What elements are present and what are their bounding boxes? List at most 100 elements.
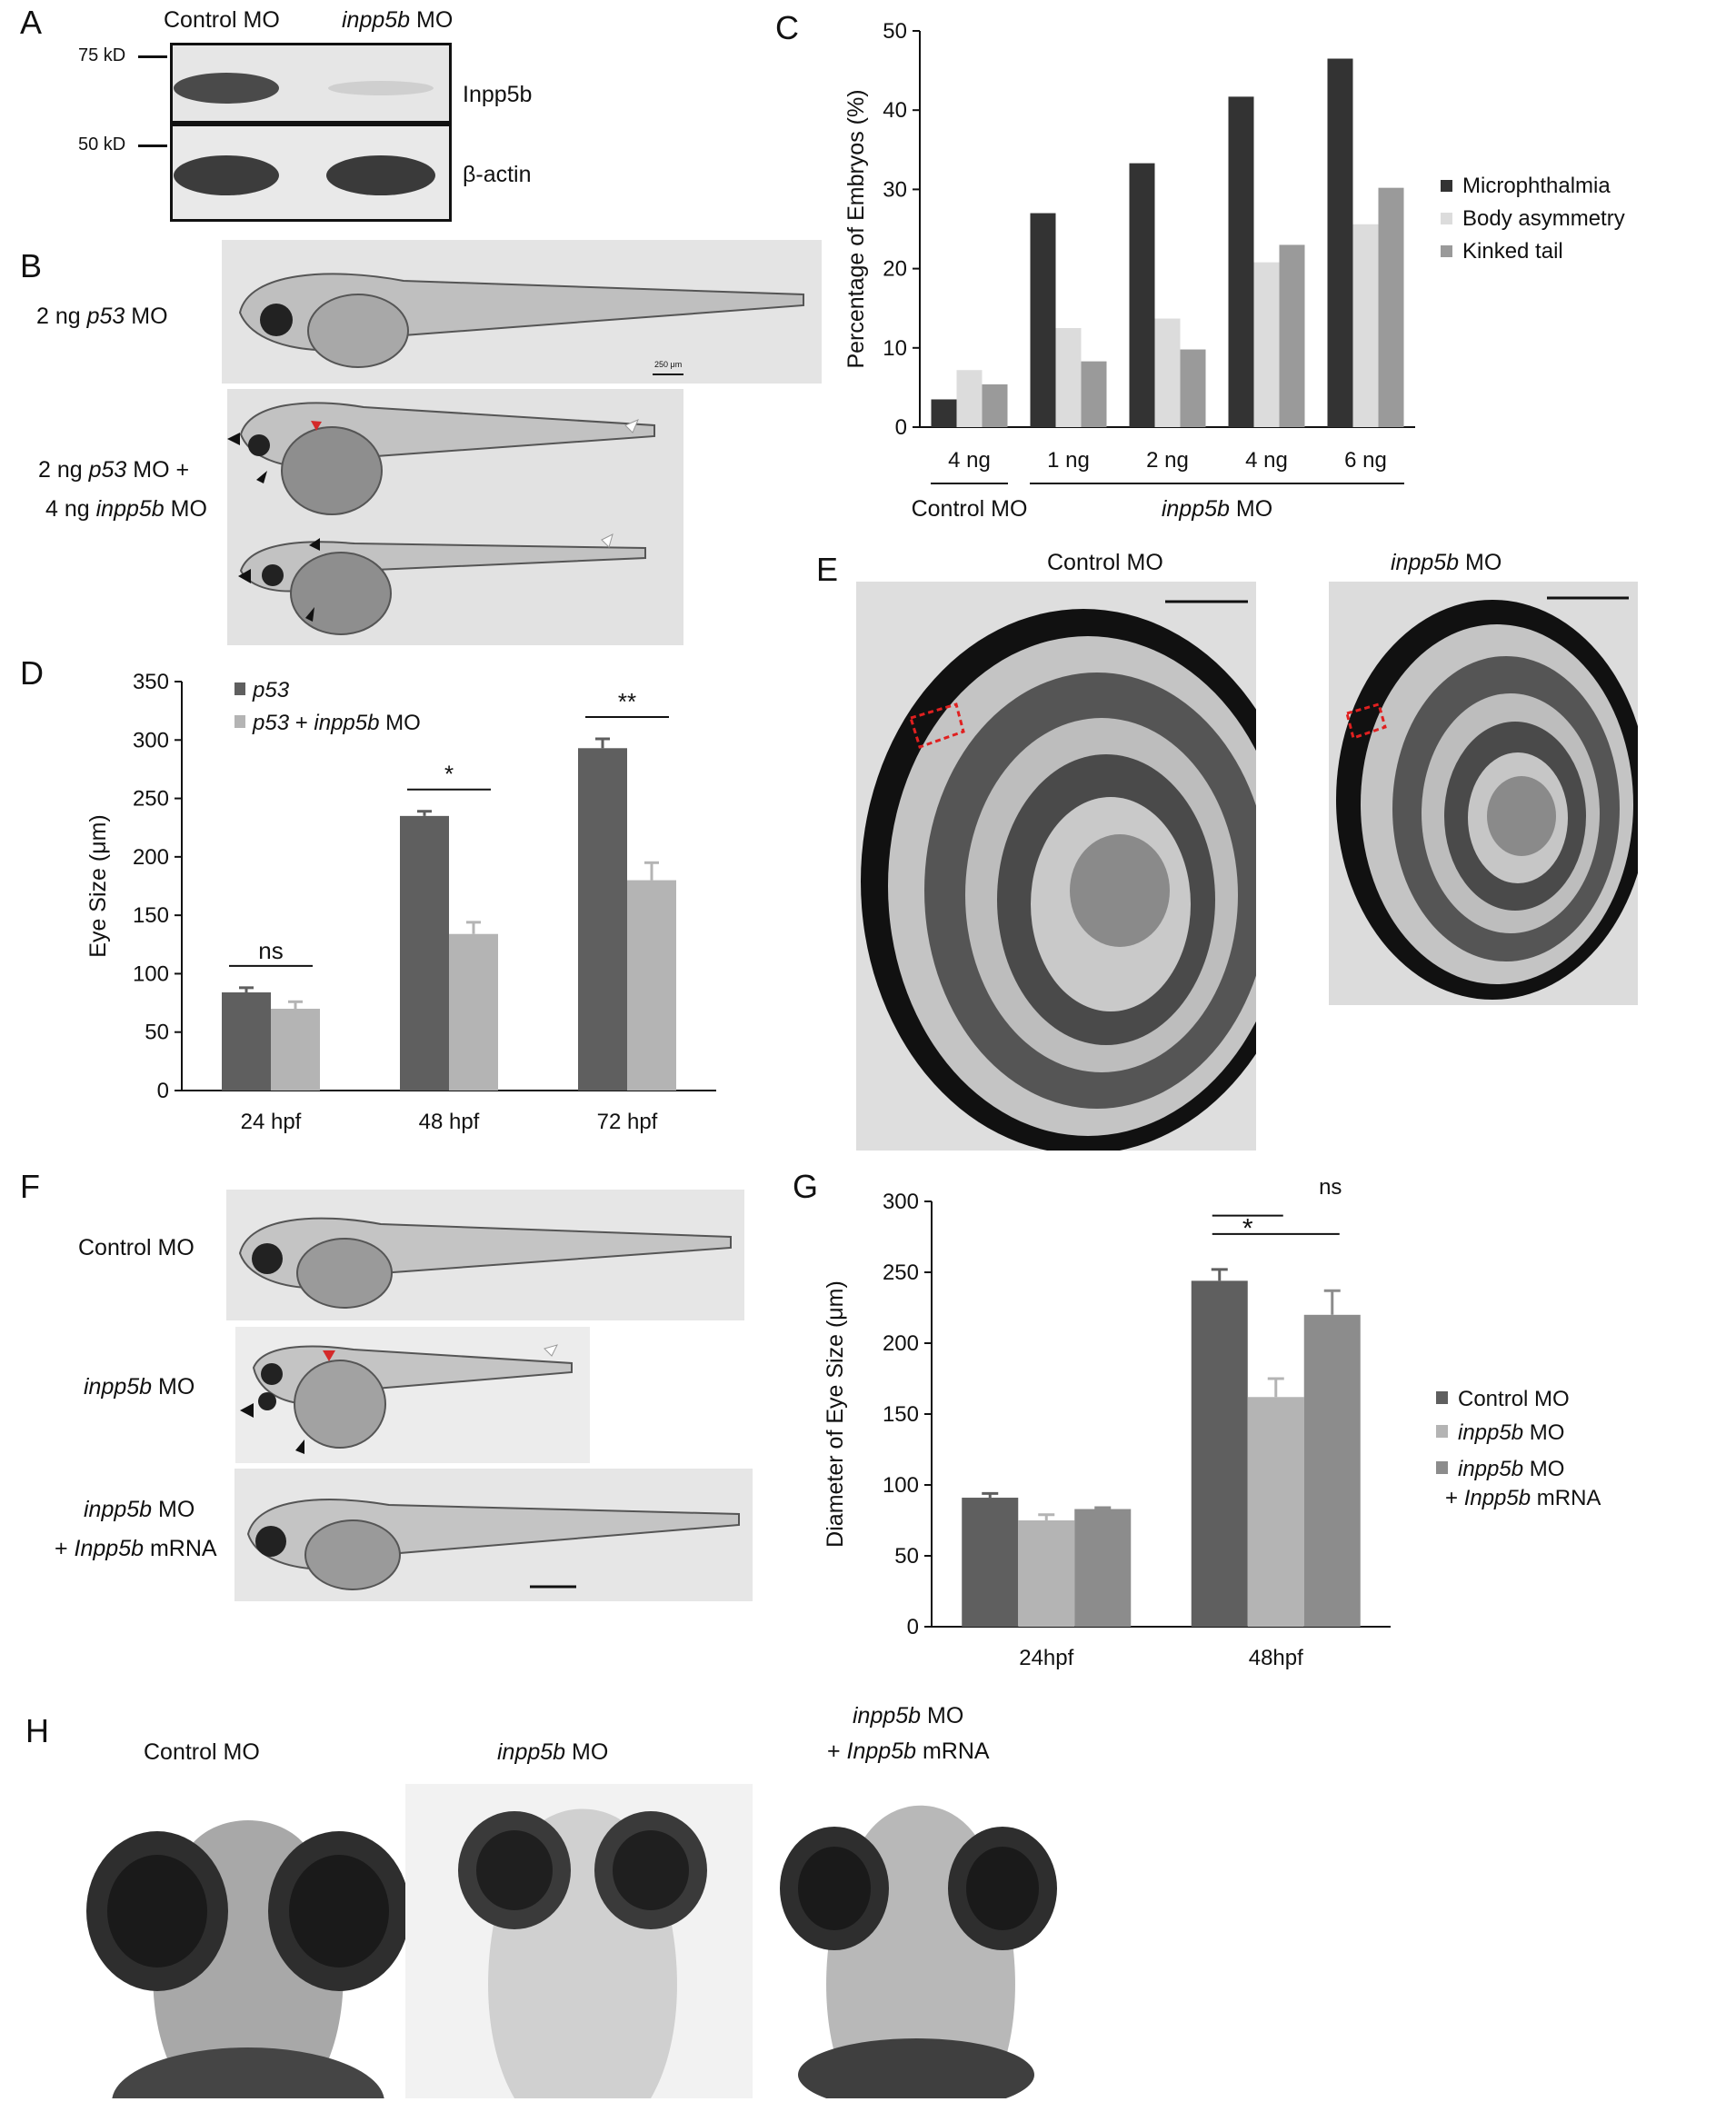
g-y-tick-label: 250 — [883, 1260, 919, 1285]
arrowhead-red — [311, 421, 322, 431]
panel-label-a: A — [20, 4, 43, 41]
b-row2-label-line1: 2 ng p53 MO + — [38, 457, 190, 483]
c-x-tick-label: 2 ng — [1146, 448, 1189, 473]
c-legend-label: Body asymmetry — [1462, 206, 1625, 231]
h-col3-label-line1: inpp5b MO — [853, 1703, 964, 1728]
c-bar — [1030, 213, 1056, 427]
d-bar — [271, 1009, 320, 1091]
f-row1-label: Control MO — [78, 1235, 195, 1260]
arrowhead-black — [309, 538, 320, 551]
d-y-tick-label: 150 — [133, 903, 169, 928]
panel-label-e: E — [816, 551, 839, 588]
c-bar — [1352, 224, 1379, 427]
arrowhead-black — [305, 607, 314, 622]
band-actin-mo — [326, 155, 435, 195]
d-bar — [400, 815, 449, 1091]
c-bar — [1129, 163, 1155, 427]
g-bar — [1191, 1280, 1248, 1627]
d-legend-swatch — [234, 715, 245, 728]
g-y-tick-label: 300 — [883, 1190, 919, 1214]
f-image-control — [226, 1190, 744, 1320]
d-legend-swatch — [234, 682, 245, 695]
arrowhead-black — [295, 1440, 304, 1454]
c-bar — [1154, 318, 1181, 427]
panel-label-f: F — [20, 1168, 40, 1205]
c-group-label: inpp5b MO — [1162, 496, 1272, 522]
h-image-control — [80, 1784, 416, 2098]
panel-label-d: D — [20, 654, 44, 692]
g-legend-swatch — [1436, 1425, 1448, 1438]
c-x-tick-label: 4 ng — [948, 448, 991, 473]
g-x-tick-label: 24hpf — [1019, 1646, 1073, 1670]
panel-label-h: H — [25, 1712, 49, 1749]
c-legend-swatch — [1441, 180, 1452, 192]
c-bar — [1327, 58, 1353, 427]
e-title-inpp5b: inpp5b MO — [1391, 550, 1502, 575]
h-col1-label: Control MO — [144, 1739, 260, 1765]
marker-75kd: 75 kD — [78, 45, 126, 65]
b-row2-label-line2: 4 ng inpp5b MO — [45, 496, 207, 522]
d-x-tick-label: 48 hpf — [419, 1110, 480, 1134]
c-bar — [982, 384, 1008, 427]
d-legend-label: p53 + inpp5b MO — [252, 711, 421, 735]
g-bar — [1303, 1314, 1361, 1627]
c-bar — [1081, 361, 1107, 427]
c-bar — [1279, 244, 1305, 427]
d-legend-label: p53 — [252, 678, 290, 702]
e-title-control: Control MO — [1047, 550, 1163, 575]
g-x-tick-label: 48hpf — [1249, 1646, 1303, 1670]
b-row1-label: 2 ng p53 MO — [36, 304, 168, 329]
g-sig-label: * — [1242, 1214, 1253, 1244]
c-y-tick-label: 10 — [883, 336, 907, 361]
arrowhead-white — [601, 533, 614, 548]
g-bar — [962, 1498, 1019, 1627]
g-bar — [1018, 1520, 1075, 1627]
f-image-inpp5b — [235, 1327, 590, 1463]
d-y-tick-label: 200 — [133, 845, 169, 870]
d-x-tick-label: 24 hpf — [241, 1110, 302, 1134]
arrowhead-black — [240, 1403, 254, 1418]
c-bar — [1180, 349, 1206, 427]
d-y-tick-label: 50 — [145, 1021, 169, 1045]
blot-lane-inpp5b: inpp5b MO — [342, 7, 454, 33]
arrowhead-black — [256, 471, 267, 483]
marker-50kd-tick — [138, 144, 167, 147]
c-legend-swatch — [1441, 213, 1452, 224]
d-sig-label: ** — [618, 688, 636, 715]
d-y-tick-label: 350 — [133, 670, 169, 694]
western-blot — [170, 43, 452, 222]
d-y-tick-label: 250 — [133, 787, 169, 812]
marker-50kd: 50 kD — [78, 134, 126, 154]
g-legend-label: + Inpp5b mRNA — [1445, 1486, 1601, 1510]
b-image-p53: 250 μm — [222, 240, 822, 384]
g-y-tick-label: 50 — [894, 1544, 919, 1569]
c-group-label: Control MO — [912, 496, 1028, 522]
d-bar — [449, 933, 498, 1091]
d-bar — [578, 748, 627, 1091]
c-bar — [1055, 328, 1082, 427]
c-legend-swatch — [1441, 245, 1452, 257]
c-bar — [956, 370, 983, 427]
c-legend-label: Microphthalmia — [1462, 174, 1611, 198]
arrowhead-black — [238, 569, 251, 583]
band-inpp5b-mo — [328, 81, 434, 95]
e-image-inpp5b — [1329, 582, 1638, 1005]
f-row3-label-line2: + Inpp5b mRNA — [55, 1536, 217, 1561]
g-y-tick-label: 0 — [907, 1615, 919, 1639]
band-label-actin: β-actin — [463, 162, 532, 187]
arrowhead-red — [323, 1350, 335, 1361]
f-image-rescue — [234, 1469, 753, 1601]
h-col3-label-line2: + Inpp5b mRNA — [827, 1738, 990, 1764]
e-image-control — [856, 582, 1256, 1151]
d-sig-label: ns — [258, 937, 283, 964]
h-col2-label: inpp5b MO — [497, 1739, 609, 1765]
g-sig-label: ns — [1319, 1175, 1342, 1200]
panel-label-g: G — [793, 1168, 819, 1205]
g-bar — [1074, 1509, 1132, 1627]
d-bar — [222, 992, 271, 1091]
c-bar — [931, 399, 957, 427]
c-y-tick-label: 50 — [883, 19, 907, 44]
c-y-tick-label: 40 — [883, 98, 907, 123]
